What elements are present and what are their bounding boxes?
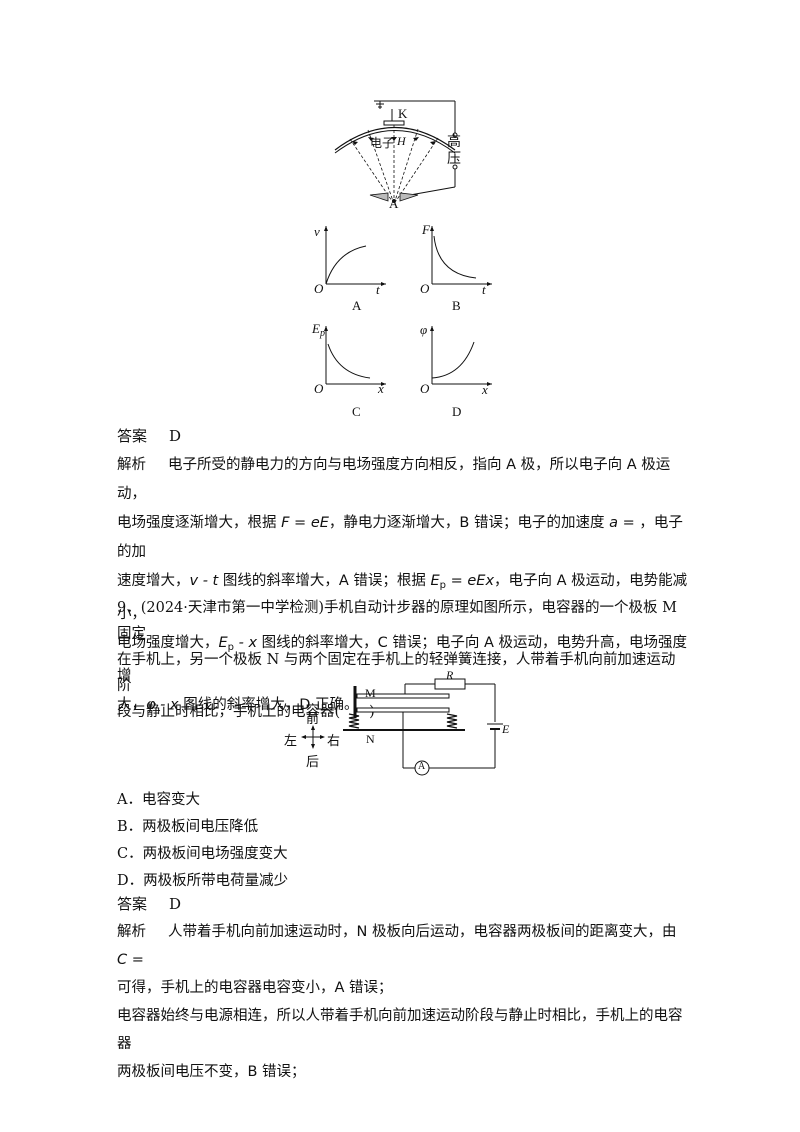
q9-stem-line-3: 段与静止时相比，手机上的电容器( ) — [117, 704, 375, 720]
curve-B — [433, 235, 477, 279]
graph-D-x-label: x — [482, 382, 488, 397]
label-electron: 电子 — [370, 136, 395, 150]
label-plate-N: N — [366, 732, 375, 746]
q9-analysis-label: 解析 — [117, 924, 146, 940]
q8-analysis-label: 解析 — [117, 457, 146, 473]
graph-A-origin: O — [314, 281, 324, 296]
curve-C — [327, 343, 371, 379]
direction-compass-icon — [301, 725, 325, 749]
q8-answer-value: D — [169, 427, 182, 445]
label-K: K — [398, 106, 408, 121]
q9-option-B: B．两极板间电压降低 — [117, 819, 259, 835]
q9-analysis-line-2: 可得，手机上的电容器电容变小，A 错误； — [117, 980, 393, 996]
label-battery-E: E — [502, 722, 510, 736]
graph-option-B — [430, 226, 492, 286]
q9-options: A．电容变大 B．两极板间电压降低 C．两极板间电场强度变大 D．两极板所带电荷… — [117, 787, 689, 895]
q9-stem-line-1: 9．(2024·天津市第一中学检测)手机自动计步器的原理如图所示，电容器的一个极… — [117, 600, 678, 642]
graph-D-option-label: D — [452, 404, 462, 419]
graph-C-origin: O — [314, 381, 324, 396]
q9-stem-line-2: 在手机上，另一个极板 N 与两个固定在手机上的轻弹簧连接，人带着手机向前加速运动… — [117, 652, 676, 694]
curve-D — [431, 341, 475, 379]
label-front: 前 — [306, 711, 320, 726]
label-plate-M: M — [365, 686, 376, 700]
q9-option-C: C．两极板间电场强度变大 — [117, 846, 288, 862]
q8-analysis-line-5: 大，φ - x 图线的斜率增大，D 正确。 — [117, 697, 359, 713]
graph-D-origin: O — [420, 381, 430, 396]
graph-B-y-label: F — [422, 222, 430, 237]
q8-analysis: 解析电子所受的静电力的方向与电场强度方向相反，指向 A 极，所以电子向 A 极运… — [117, 451, 689, 720]
q8-answer-line: 答案 D — [117, 423, 689, 449]
spring-right — [446, 713, 458, 729]
curve-A — [325, 245, 367, 285]
q9-analysis-line-4: 两极板间电压不变，B 错误； — [117, 1064, 306, 1080]
spring-left — [348, 713, 360, 729]
graph-D-y-label: φ — [420, 322, 428, 337]
q8-analysis-line-4: 电场强度增大，Ep - x 图线的斜率增大，C 错误；电子向 A 极运动，电势升… — [117, 635, 688, 684]
label-H: H — [397, 134, 406, 148]
q9-stem: 9．(2024·天津市第一中学检测)手机自动计步器的原理如图所示，电容器的一个极… — [117, 595, 689, 725]
q8-analysis-line-3: 速度增大，v - t 图线的斜率增大，A 错误；根据 Ep = eEx，电子向 … — [117, 573, 688, 622]
label-ammeter-A: A — [418, 761, 426, 772]
q9-analysis: 解析人带着手机向前加速运动时，N 极板向后运动，电容器两极板间的距离变大，由 C… — [117, 918, 689, 1086]
pedometer-capacitor-circuit-figure — [343, 678, 503, 776]
q8-analysis-line-1: 解析电子所受的静电力的方向与电场强度方向相反，指向 A 极，所以电子向 A 极运… — [117, 457, 671, 502]
q9-answer-line: 答案 D — [117, 891, 689, 917]
graph-A-y-label: v — [314, 224, 320, 239]
graph-C-x-label: x — [378, 381, 384, 396]
graph-B-x-label: t — [482, 282, 486, 297]
q8-analysis-line-2: 电场强度逐渐增大，根据 F = eE，静电力逐渐增大，B 错误；电子的加速度 a… — [117, 515, 683, 560]
q9-option-D: D．两极板所带电荷量减少 — [117, 873, 289, 889]
graph-C-y-label: Ep — [312, 321, 325, 339]
electron-beam-apparatus-figure — [334, 100, 458, 203]
label-right: 右 — [327, 733, 341, 748]
label-anode-A: A — [389, 196, 399, 211]
q9-answer-value: D — [169, 895, 182, 913]
graph-B-origin: O — [420, 281, 430, 296]
q8-answer-label: 答案 — [117, 427, 148, 445]
graph-A-option-label: A — [352, 298, 362, 313]
label-resistor-R: R — [446, 668, 454, 682]
label-high: 高 — [447, 135, 461, 150]
label-left: 左 — [284, 733, 298, 748]
graph-option-C — [324, 326, 386, 386]
graph-C-option-label: C — [352, 404, 361, 419]
graph-option-A — [324, 226, 386, 286]
q9-option-A: A．电容变大 — [117, 792, 200, 808]
graph-option-D — [430, 326, 492, 386]
label-voltage: 压 — [447, 152, 461, 167]
q9-analysis-line-3: 电容器始终与电源相连，所以人带着手机向前加速运动阶段与静止时相比，手机上的电容器 — [117, 1008, 683, 1052]
q9-analysis-line-1: 解析人带着手机向前加速运动时，N 极板向后运动，电容器两极板间的距离变大，由 C… — [117, 924, 677, 968]
graph-A-x-label: t — [376, 282, 380, 297]
q9-answer-label: 答案 — [117, 895, 148, 913]
graph-B-option-label: B — [452, 298, 461, 313]
label-back: 后 — [306, 754, 320, 769]
